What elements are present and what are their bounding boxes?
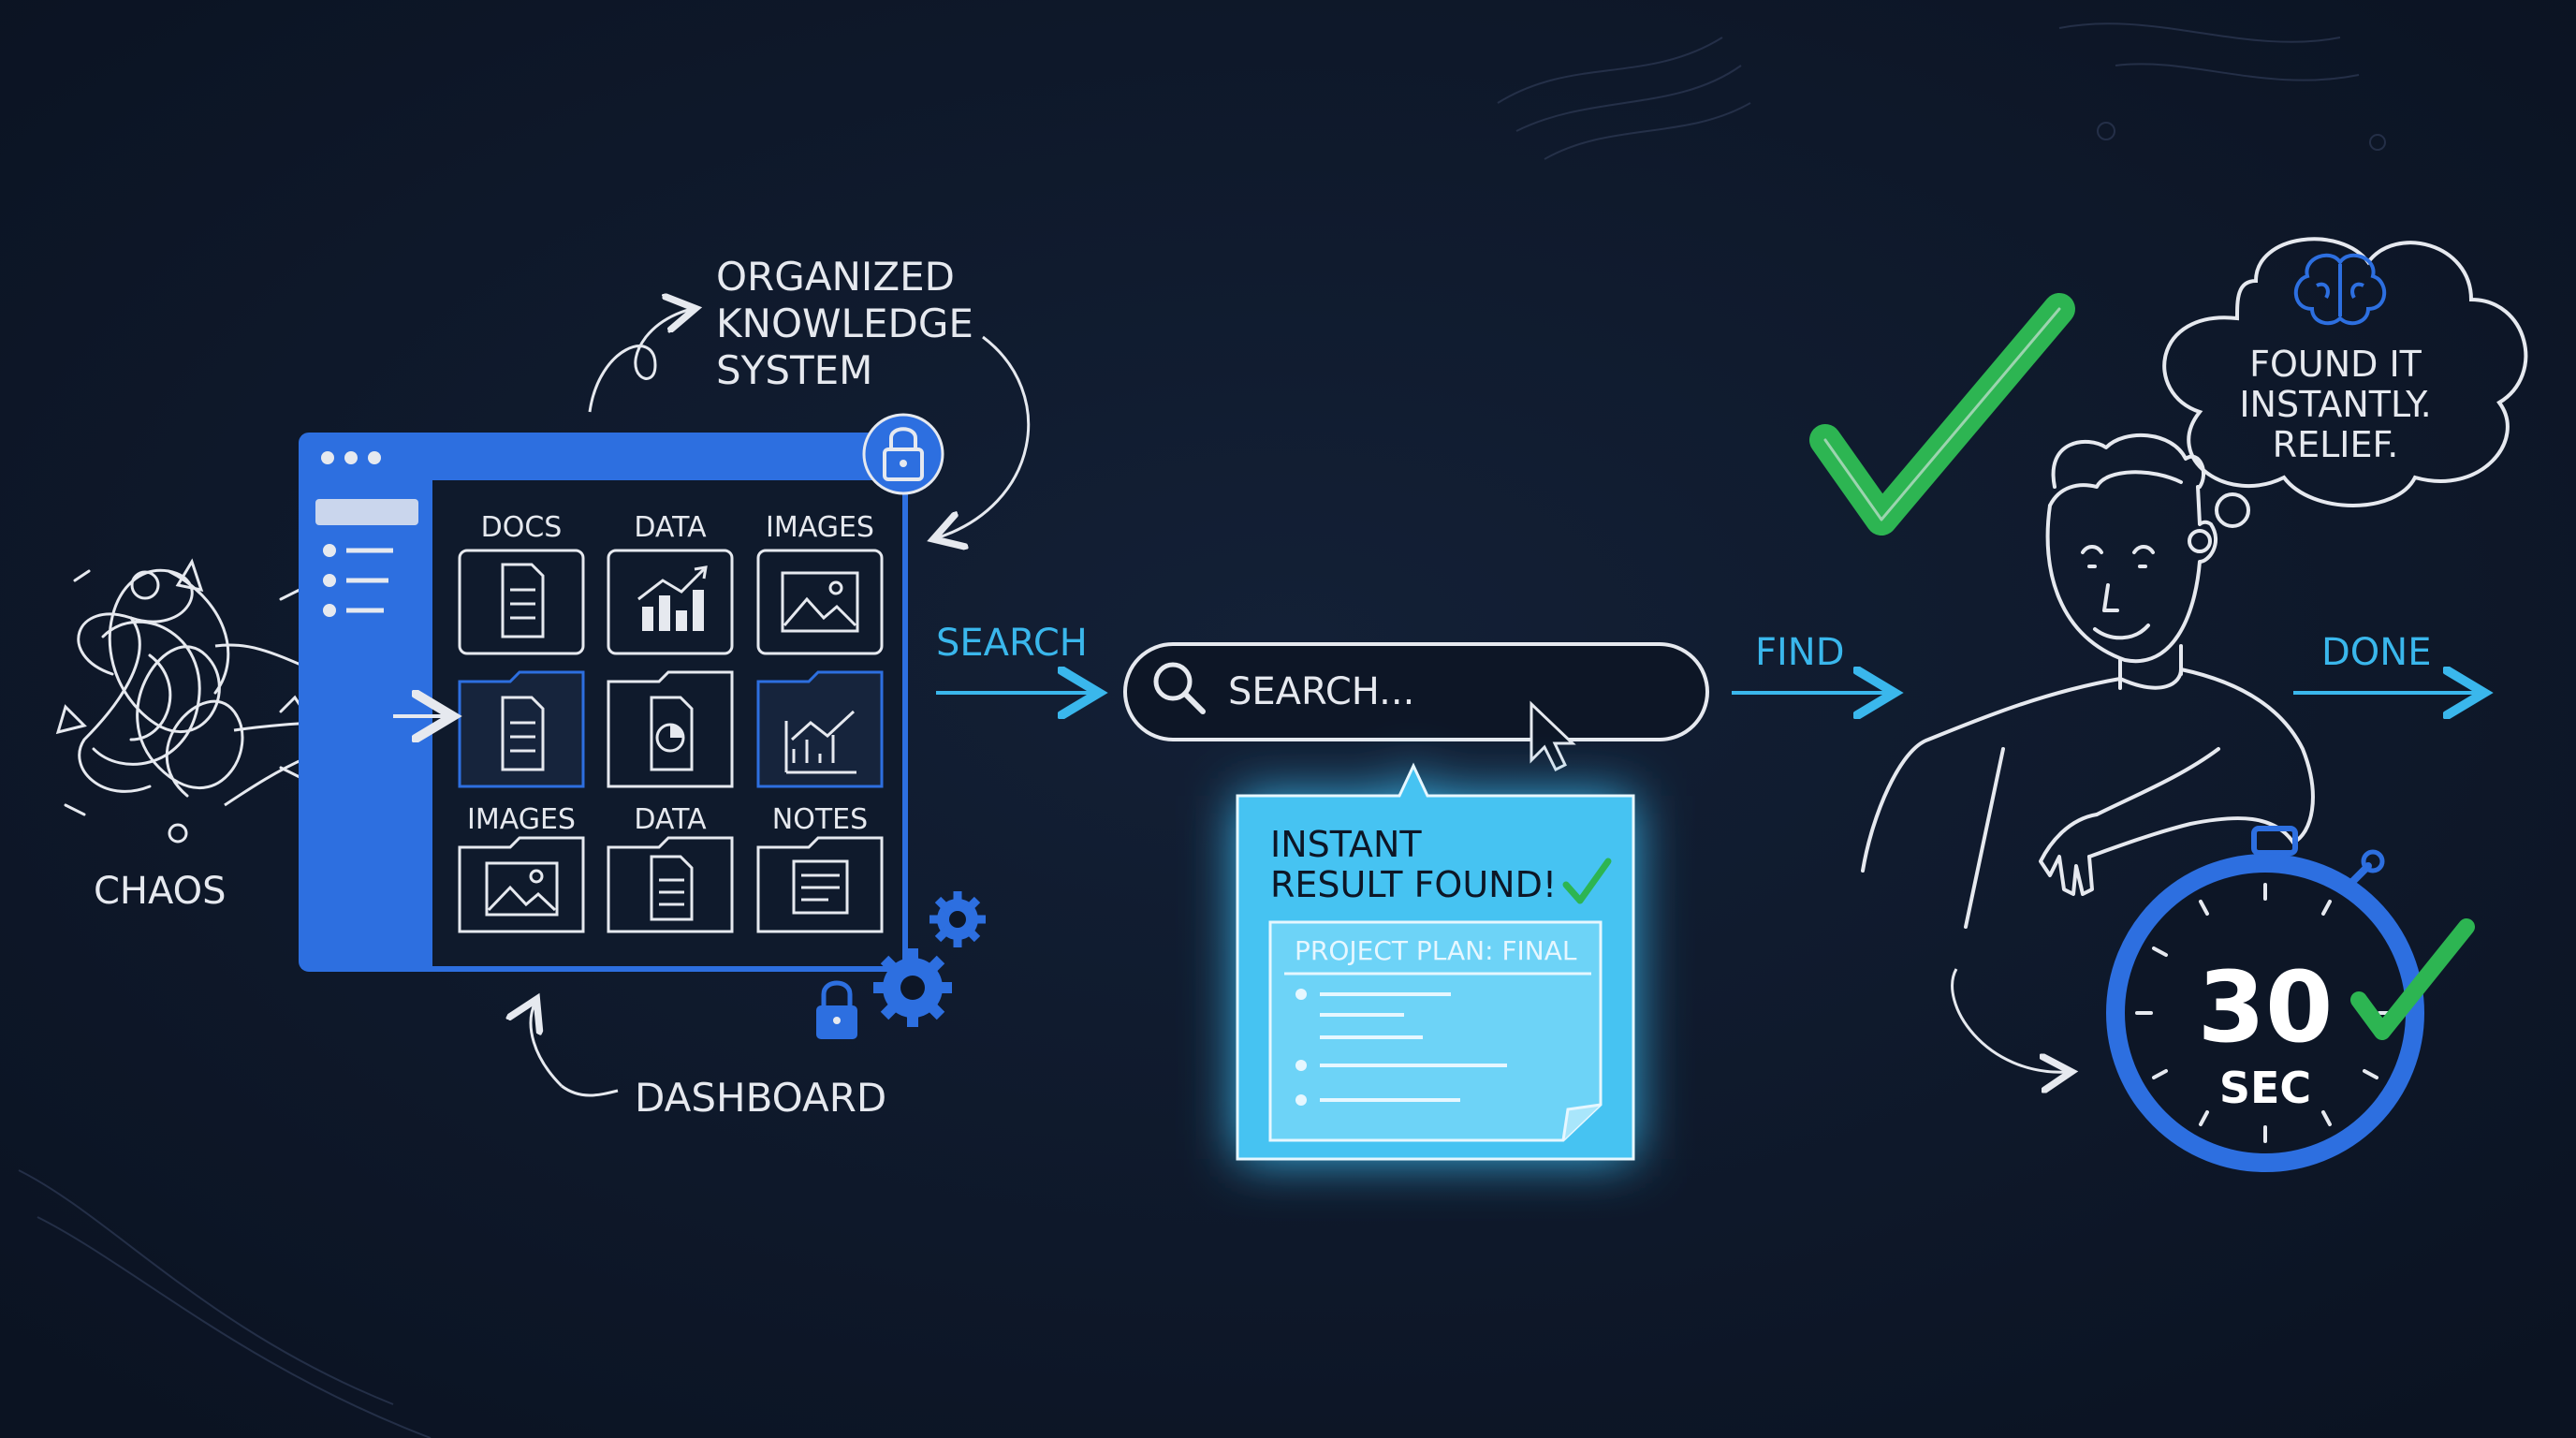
chaos-label: CHAOS	[94, 870, 227, 913]
window-titlebar	[301, 435, 905, 480]
dashboard-arrow	[531, 1002, 564, 1088]
tile-images-folder[interactable]	[458, 836, 585, 933]
window-dot-2-icon	[344, 451, 358, 464]
tile-data-folder[interactable]	[607, 836, 734, 933]
search-icon	[1153, 662, 1206, 714]
tile-analytics-folder[interactable]	[756, 670, 884, 788]
background-scribbles	[18, 22, 2386, 1438]
window-sidebar	[301, 480, 432, 969]
timer-check-icon	[2350, 918, 2475, 1040]
tile-data[interactable]	[607, 549, 734, 655]
label-data: DATA	[634, 511, 707, 544]
document-icon	[501, 563, 545, 638]
stopwatch-icon	[2106, 826, 2424, 1172]
result-heading-1: INSTANT	[1270, 824, 1422, 865]
thought-line-1: FOUND IT	[2249, 344, 2422, 385]
search-input[interactable]: SEARCH...	[1228, 670, 1414, 713]
label-images: IMAGES	[766, 511, 874, 544]
thought-bubble: FOUND IT INSTANTLY. RELIEF.	[2162, 237, 2528, 553]
label-data-2: DATA	[634, 803, 707, 836]
small-lock-icon	[816, 980, 857, 1039]
tile-notes-folder[interactable]	[756, 836, 884, 933]
flow-label-done: DONE	[2321, 631, 2431, 674]
organized-line-1: ORGANIZED	[716, 254, 955, 300]
label-docs: DOCS	[481, 511, 563, 544]
person-figure	[1861, 433, 2315, 929]
tile-doc-folder[interactable]	[458, 670, 585, 788]
notes-icon	[792, 859, 849, 915]
search-bar[interactable]: SEARCH...	[1123, 642, 1709, 772]
window-dot-3-icon	[368, 451, 381, 464]
flow-label-search: SEARCH	[936, 622, 1088, 665]
bar-chart-icon	[637, 565, 708, 631]
organized-arrow-right	[936, 335, 1031, 538]
label-images-2: IMAGES	[467, 803, 576, 836]
dashboard-label: DASHBOARD	[635, 1075, 886, 1121]
flow-label-find: FIND	[1755, 631, 1845, 674]
organized-line-3: SYSTEM	[716, 347, 872, 393]
timer-arrow	[1951, 968, 2069, 1072]
cursor-icon	[1530, 700, 1576, 772]
result-card[interactable]: INSTANT RESULT FOUND! PROJECT PLAN: FINA…	[1236, 762, 1635, 1161]
tile-report-folder[interactable]	[607, 670, 734, 788]
lock-badge-icon	[862, 413, 944, 495]
timer-unit: SEC	[2219, 1063, 2311, 1113]
thought-line-3: RELIEF.	[2273, 424, 2399, 465]
doc-title: PROJECT PLAN: FINAL	[1295, 935, 1577, 966]
thought-line-2: INSTANTLY.	[2239, 384, 2431, 425]
gear-large-icon	[873, 948, 952, 1027]
organized-label: ORGANIZED KNOWLEDGE SYSTEM	[716, 254, 973, 393]
result-check-icon	[1562, 858, 1612, 904]
dashboard-window	[299, 433, 908, 972]
tile-images[interactable]	[756, 549, 884, 655]
result-document[interactable]: PROJECT PLAN: FINAL	[1268, 920, 1603, 1142]
result-heading-2: RESULT FOUND!	[1270, 864, 1557, 905]
chaos-scribble	[55, 558, 318, 844]
document-icon	[501, 696, 545, 771]
label-notes: NOTES	[772, 803, 868, 836]
brain-icon	[2293, 253, 2387, 326]
organized-arrow-left	[588, 309, 693, 413]
timer-value: 30	[2198, 950, 2334, 1064]
line-chart-icon	[784, 710, 856, 774]
document-icon	[650, 855, 694, 921]
image-icon	[781, 571, 859, 633]
tile-docs[interactable]	[458, 549, 585, 655]
image-icon	[485, 861, 559, 917]
window-dot-1-icon	[321, 451, 334, 464]
organized-line-2: KNOWLEDGE	[716, 301, 973, 346]
gear-small-icon	[929, 891, 986, 947]
